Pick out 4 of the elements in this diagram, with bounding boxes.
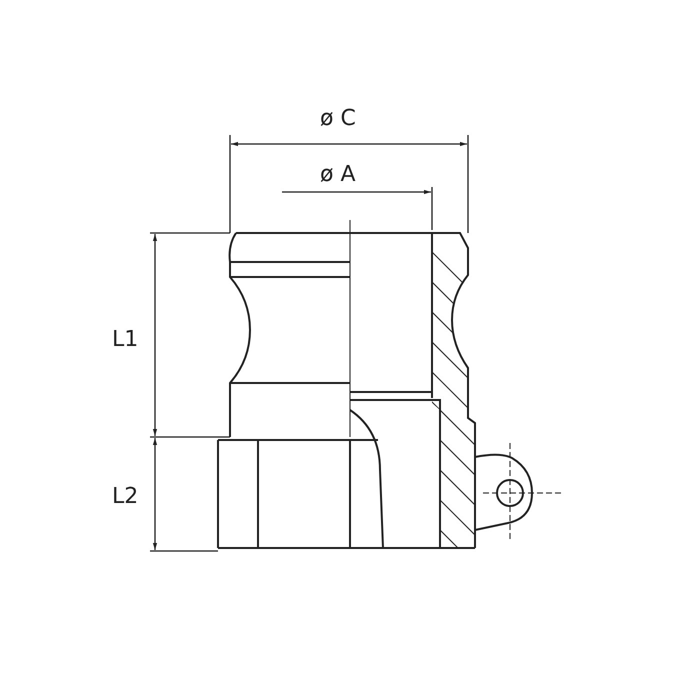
dimension-label: L1 <box>112 329 138 351</box>
dimension-label: ø C <box>320 108 356 130</box>
dimension-label: L2 <box>112 486 138 508</box>
dimension-label: ø A <box>320 164 356 186</box>
